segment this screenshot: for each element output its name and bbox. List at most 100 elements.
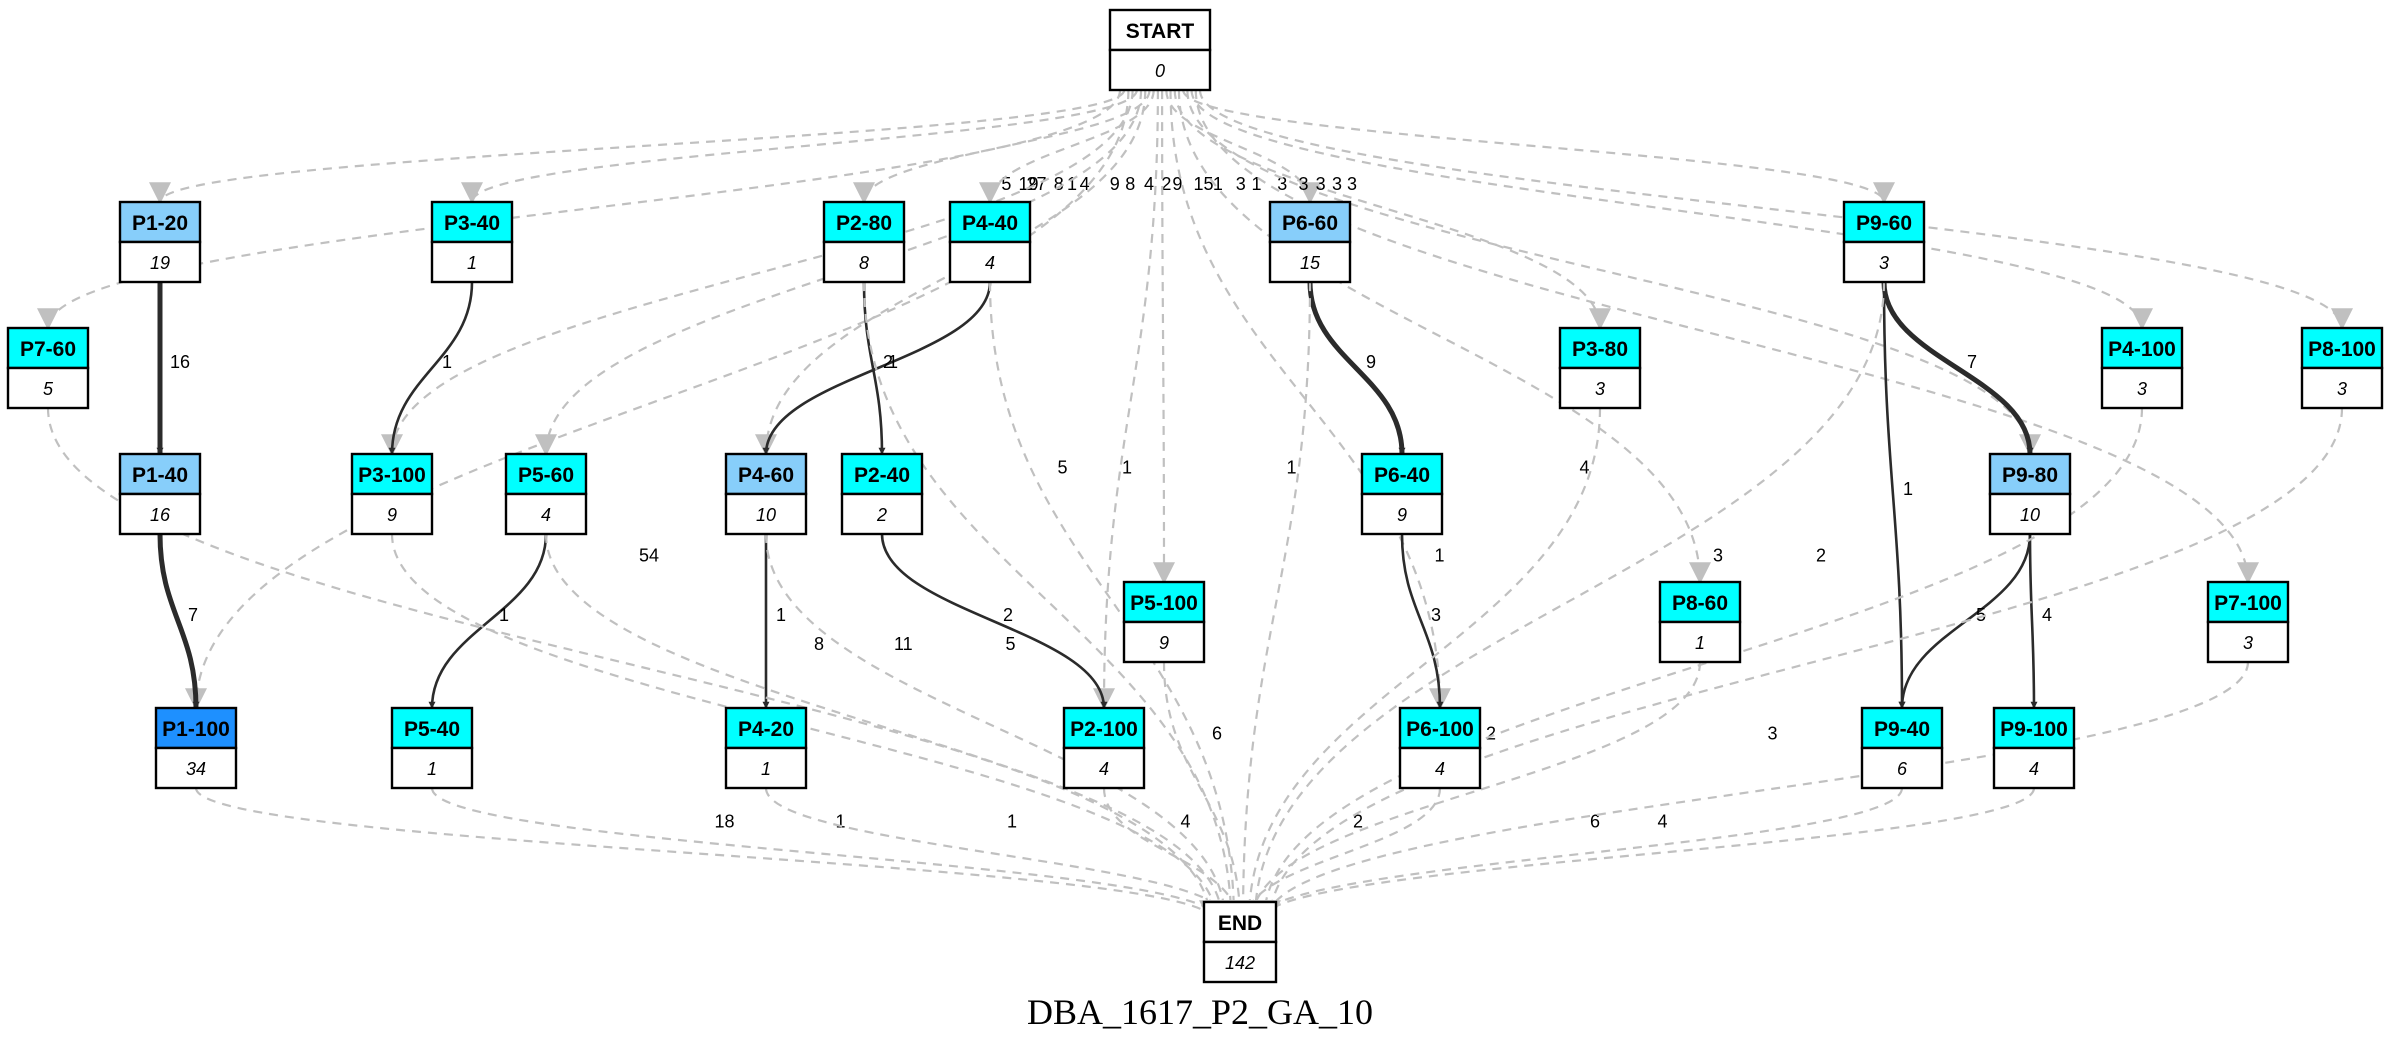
- node-label: P4-100: [2108, 338, 2176, 361]
- edge-start-to-p5-100: [1152, 89, 1175, 585]
- node-header: [1992, 706, 2076, 750]
- edge-label-start-to-p4-100: 3: [1316, 174, 1326, 194]
- edge-p4-40-to-end: [988, 281, 1245, 923]
- node-label: P5-40: [404, 718, 460, 741]
- node-body: [1992, 746, 2076, 790]
- node-label: END: [1218, 912, 1262, 935]
- edge-label-start-to-p5-60: 4: [1080, 174, 1090, 194]
- edge-p9-80-to-p9-100: [2028, 533, 2038, 709]
- edge-label-start-to-p4-40: 4: [1144, 174, 1154, 194]
- node-header: [1860, 706, 1944, 750]
- node-body: [1062, 746, 1146, 790]
- edge-label-p5-60-to-p5-40: 1: [499, 605, 509, 625]
- node-count: 1: [427, 759, 437, 779]
- node-label: P6-60: [1282, 212, 1338, 235]
- node-count: 6: [1897, 759, 1908, 779]
- edge-label-start-to-p1-20: 19: [1019, 174, 1039, 194]
- node-body: [1202, 940, 1278, 984]
- edge-p4-100-to-end: [1253, 407, 2144, 923]
- node-label: P3-100: [358, 464, 426, 487]
- node-count: 3: [2337, 379, 2347, 399]
- node-header: [1202, 900, 1278, 944]
- edge-label-start-to-p7-60: 5: [1001, 174, 1011, 194]
- edge-label-p3-100-to-end: 8: [814, 634, 824, 654]
- node-p5-100: P5-100 9: [1122, 580, 1206, 664]
- edge-start-to-p4-100: [1190, 89, 2153, 331]
- node-header: [390, 706, 474, 750]
- edge-p3-80-to-end: [1238, 407, 1602, 923]
- edge-start-to-p9-80: [1186, 89, 2041, 457]
- node-p9-60: P9-603: [1842, 200, 1926, 284]
- edge-label-p6-60-to-p6-40: 9: [1366, 352, 1376, 372]
- edge-label-p2-40-to-p2-100: 2: [1003, 605, 1013, 625]
- edge-label-p9-80-to-p9-100: 4: [2042, 605, 2052, 625]
- edge-start-to-p3-80: [1173, 89, 1611, 331]
- edge-label-start-to-p7-100: 3: [1332, 174, 1342, 194]
- node-label: P9-80: [2002, 464, 2058, 487]
- node-body: [724, 492, 808, 536]
- node-label: P3-80: [1572, 338, 1628, 361]
- node-count: 1: [761, 759, 771, 779]
- edge-label-p8-60-to-end: 2: [1486, 723, 1496, 743]
- node-p9-40: P9-406: [1860, 706, 1944, 790]
- node-count: 10: [756, 505, 776, 525]
- node-p2-80: P2-808: [822, 200, 906, 284]
- edge-label-p5-100-to-end: 6: [1212, 723, 1222, 743]
- node-count: 9: [1159, 633, 1169, 653]
- edge-label-start-to-p6-100: 1: [1213, 174, 1223, 194]
- edge-label-p9-60-to-p9-40: 1: [1903, 479, 1913, 499]
- node-body: [1860, 746, 1944, 790]
- edge-p4-20-to-end: [764, 787, 1239, 923]
- edge-p4-40-to-p4-60: [762, 281, 992, 455]
- node-body: [1842, 240, 1926, 284]
- node-body: [2206, 620, 2290, 664]
- node-label: P4-40: [962, 212, 1018, 235]
- node-p5-60: P5-604: [504, 452, 588, 536]
- edge-start-to-p4-40: [979, 89, 1155, 205]
- node-body: [504, 492, 588, 536]
- edge-label-start-to-p8-100: 3: [1347, 174, 1357, 194]
- edge-label-p9-100-to-end: 4: [1658, 812, 1668, 832]
- edge-p9-40-to-end: [1247, 787, 1904, 923]
- node-header: [1398, 706, 1482, 750]
- edge-label-p7-60-to-end: 54: [639, 546, 659, 566]
- node-body: [1108, 48, 1212, 92]
- edge-label-p4-60-to-end: 5: [1006, 634, 1016, 654]
- edge-p9-100-to-end: [1250, 787, 2036, 923]
- node-header: [724, 706, 808, 750]
- node-count: 1: [467, 253, 477, 273]
- node-label: P5-100: [1130, 592, 1198, 615]
- node-p2-40: P2-402: [840, 452, 924, 536]
- edge-label-p3-40-to-p3-100: 1: [442, 352, 452, 372]
- edge-label-p4-40-to-end: 1: [1122, 457, 1132, 477]
- node-count: 3: [2243, 633, 2253, 653]
- edge-label-start-to-p1-100: 27: [1027, 174, 1047, 194]
- edge-start-to-p1-100: [185, 89, 1130, 711]
- edge-label-p8-100-to-end: 2: [1816, 546, 1826, 566]
- edge-label-p6-60-to-end: 1: [1287, 457, 1297, 477]
- node-label: P2-80: [836, 212, 892, 235]
- node-header: [350, 452, 434, 496]
- edge-p1-100-to-end: [194, 787, 1224, 923]
- node-label: P5-60: [518, 464, 574, 487]
- node-body: [2300, 366, 2384, 410]
- edge-start-to-p3-40: [461, 89, 1138, 205]
- node-label: P2-100: [1070, 718, 1138, 741]
- edge-p5-60-to-p5-40: [428, 533, 548, 709]
- node-body: [1122, 620, 1206, 664]
- edge-start-to-p8-100: [1198, 89, 2353, 331]
- edge-p7-60-to-end: [46, 407, 1221, 923]
- node-body: [2100, 366, 2184, 410]
- node-p4-40: P4-404: [948, 200, 1032, 284]
- edge-label-start-to-p3-40: 1: [1067, 174, 1077, 194]
